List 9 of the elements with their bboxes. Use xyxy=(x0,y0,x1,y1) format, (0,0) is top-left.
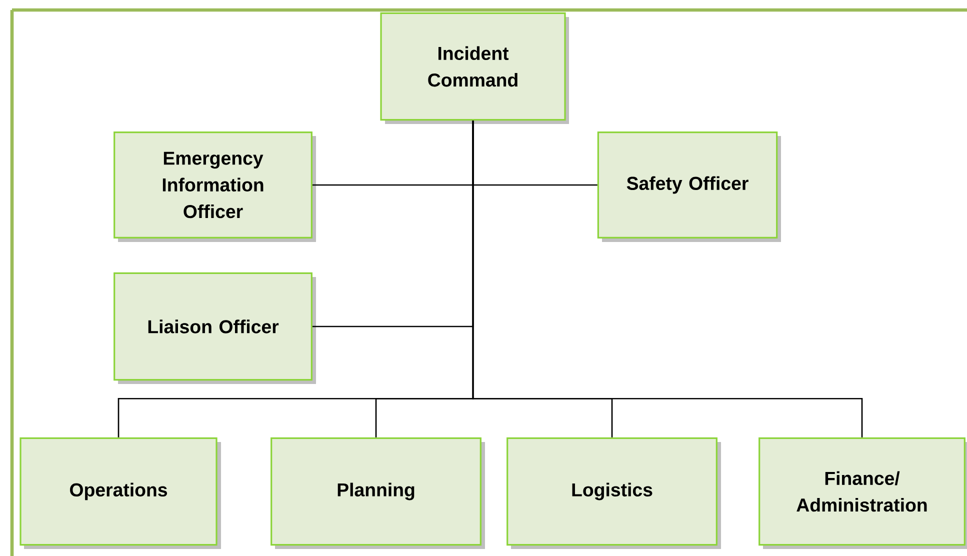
org-box: Finance/ Administration xyxy=(758,437,966,546)
org-box: Safety Officer xyxy=(597,132,778,238)
org-box: Liaison Officer xyxy=(114,272,312,381)
org-box: Planning xyxy=(270,437,482,546)
org-box: Incident Command xyxy=(380,12,566,121)
org-box: Logistics xyxy=(506,437,718,546)
connector-line xyxy=(472,120,863,438)
org-box: Emergency Information Officer xyxy=(114,132,312,238)
org-box: Operations xyxy=(20,437,218,546)
